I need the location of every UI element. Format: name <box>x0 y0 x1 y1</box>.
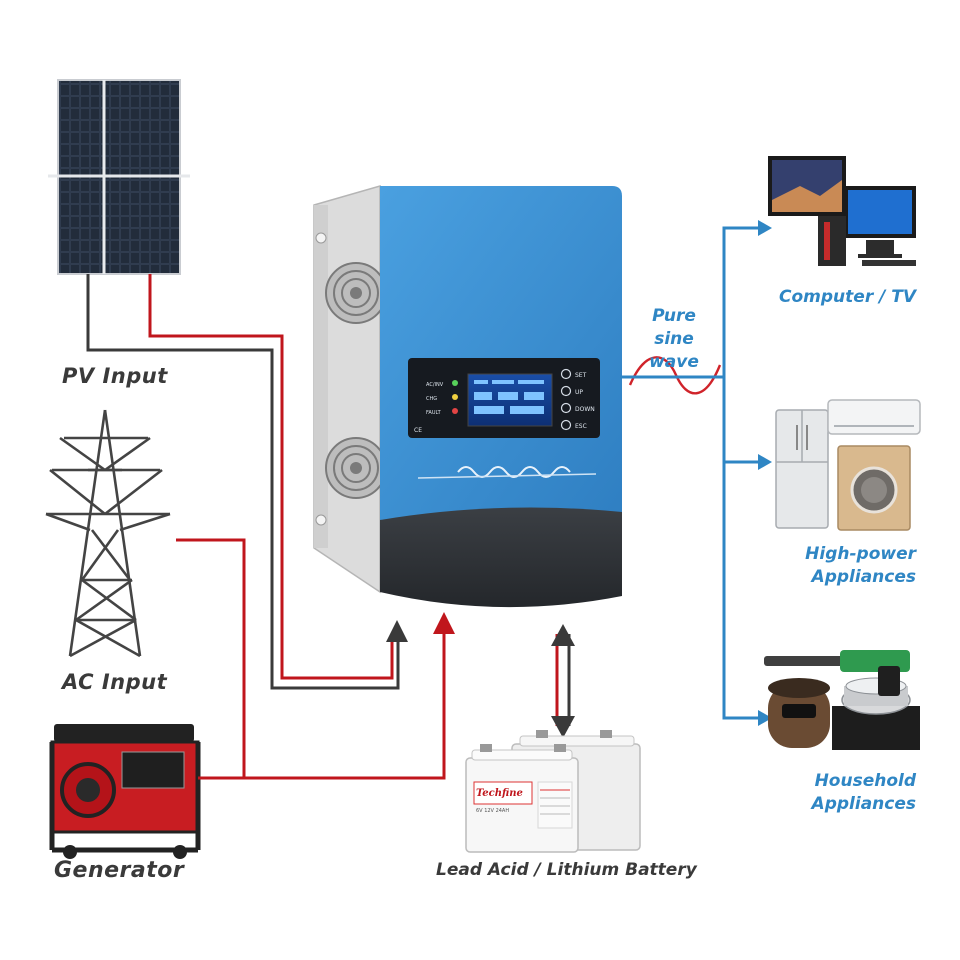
status-label: FAULT <box>426 410 442 416</box>
battery-up-arrow-icon <box>551 624 575 646</box>
load-label-line2: Appliances <box>811 794 916 814</box>
arrow-right-icon <box>758 710 772 726</box>
esc-button[interactable]: ESC <box>560 419 587 431</box>
high-power-appliances-label: High-power Appliances <box>805 543 916 589</box>
ce-mark: CE <box>414 427 422 434</box>
status-led-icon <box>452 380 458 386</box>
battery-down-arrow-icon <box>551 716 575 738</box>
household-appliances-label: Household Appliances <box>812 770 916 816</box>
transmission-tower-icon <box>45 409 171 658</box>
generator-input-wire <box>198 630 446 780</box>
ac-input-wire <box>176 538 246 778</box>
load-label-line1: Household <box>814 771 916 791</box>
pv-arrow-icon <box>386 620 408 642</box>
lcd-segments <box>474 380 544 414</box>
generator-icon <box>49 724 201 859</box>
pv-input-wires <box>86 274 400 690</box>
computer-tv-label: Computer / TV <box>779 286 916 309</box>
sine-wave-label-line1: Pure <box>652 306 696 326</box>
battery-wire <box>555 634 571 726</box>
pv-input-label: PV Input <box>62 364 168 388</box>
high-power-appliances-icon <box>775 399 921 531</box>
svg-text:SET: SET <box>575 372 587 379</box>
up-button[interactable]: UP <box>560 385 584 397</box>
svg-text:DOWN: DOWN <box>575 406 595 413</box>
battery-icon: Techfine 6V 12V 24AH <box>465 730 641 853</box>
arrow-right-icon <box>758 454 772 470</box>
household-appliances-icon <box>764 650 920 750</box>
output-distribution-arrows <box>620 226 760 720</box>
solar-panel-icon <box>48 79 190 275</box>
load-label-line2: Appliances <box>811 567 916 587</box>
svg-text:UP: UP <box>575 389 583 396</box>
generator-label: Generator <box>54 858 185 883</box>
sine-wave-label-line2: sine wave <box>649 329 699 372</box>
ac-input-label: AC Input <box>62 670 168 694</box>
down-button[interactable]: DOWN <box>560 402 595 414</box>
computer-tv-icon <box>768 156 916 266</box>
battery-label: Lead Acid / Lithium Battery <box>436 860 697 880</box>
load-label-line1: Computer / TV <box>779 287 916 307</box>
fan-icon <box>325 262 387 324</box>
inverter-unit: AC/INV CHG FAULT CE SET UP DOWN ESC <box>313 185 622 608</box>
status-led-icon <box>452 408 458 414</box>
status-label: AC/INV <box>426 382 444 388</box>
fan-icon <box>325 437 387 499</box>
battery-model: 6V 12V 24AH <box>476 808 509 814</box>
arrow-right-icon <box>758 220 772 236</box>
generator-arrow-icon <box>433 612 455 634</box>
svg-text:ESC: ESC <box>575 423 587 430</box>
sine-wave-icon <box>628 356 722 395</box>
status-label: CHG <box>426 396 437 402</box>
load-label-line1: High-power <box>805 544 916 564</box>
status-led-icon <box>452 394 458 400</box>
set-button[interactable]: SET <box>560 368 587 380</box>
sine-wave-label: Pure sine wave <box>628 305 720 374</box>
battery-brand: Techfine <box>476 788 523 799</box>
